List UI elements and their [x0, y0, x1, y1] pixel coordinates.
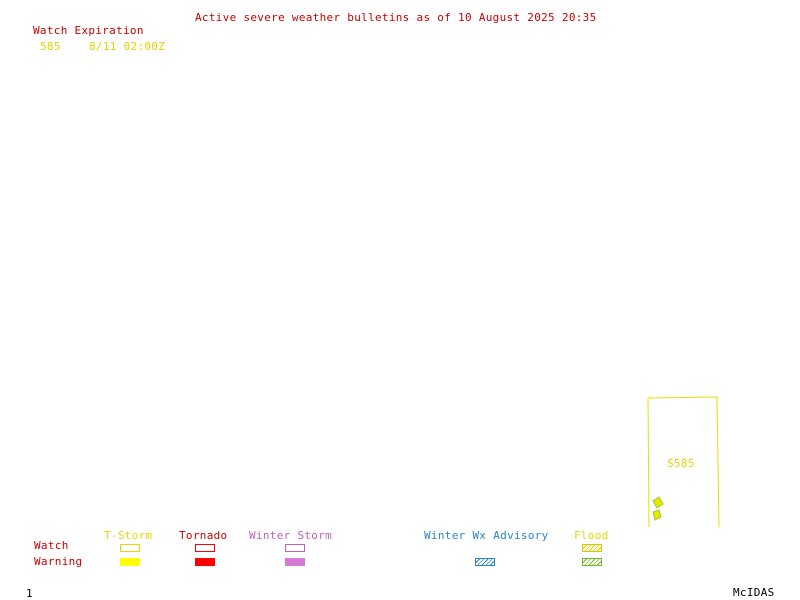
legend-tornado-warning-swatch: [195, 558, 215, 566]
bulletin-title: Active severe weather bulletins as of 10…: [195, 11, 597, 24]
watch-box-outline: [647, 396, 720, 528]
watch-expiration-heading: Watch Expiration: [33, 24, 144, 37]
software-label: McIDAS: [733, 586, 775, 599]
legend-winter-wx-advisory-swatch: [475, 558, 495, 566]
legend-warning-label: Warning: [34, 555, 83, 568]
legend-tornado-label: Tornado: [179, 529, 228, 542]
legend-winter-wx-advisory-label: Winter Wx Advisory: [424, 529, 549, 542]
legend-flood-watch-swatch: [582, 544, 602, 552]
watch-id: 585: [40, 40, 61, 53]
warning-polygon: [652, 496, 664, 509]
legend-tornado-watch-swatch: [195, 544, 215, 552]
legend-tstorm-warning-swatch: [120, 558, 140, 566]
warning-polygon: [652, 509, 662, 521]
legend-winter-storm-watch-swatch: [285, 544, 305, 552]
frame-number: 1: [26, 587, 33, 600]
watch-box-label: S585: [667, 457, 695, 470]
legend-flood-warning-swatch: [582, 558, 602, 566]
watch-expiration-time: 8/11 02:00Z: [89, 40, 166, 53]
legend-winter-storm-label: Winter Storm: [249, 529, 333, 542]
legend-tstorm-label: T-Storm: [104, 529, 153, 542]
legend-winter-storm-warning-swatch: [285, 558, 305, 566]
legend-tstorm-watch-swatch: [120, 544, 140, 552]
legend-flood-label: Flood: [574, 529, 609, 542]
legend-watch-label: Watch: [34, 539, 69, 552]
